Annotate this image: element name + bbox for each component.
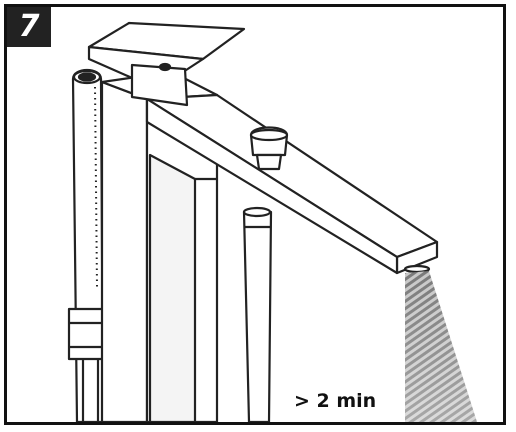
step-number-badge: 7: [7, 7, 51, 47]
bathtub-mixer-faucet-icon: [87, 21, 439, 422]
instruction-panel: 7 > 2 min: [4, 4, 506, 425]
water-stream-icon: [405, 271, 477, 422]
duration-label: > 2 min: [294, 390, 377, 412]
faucet-illustration: [67, 21, 477, 422]
